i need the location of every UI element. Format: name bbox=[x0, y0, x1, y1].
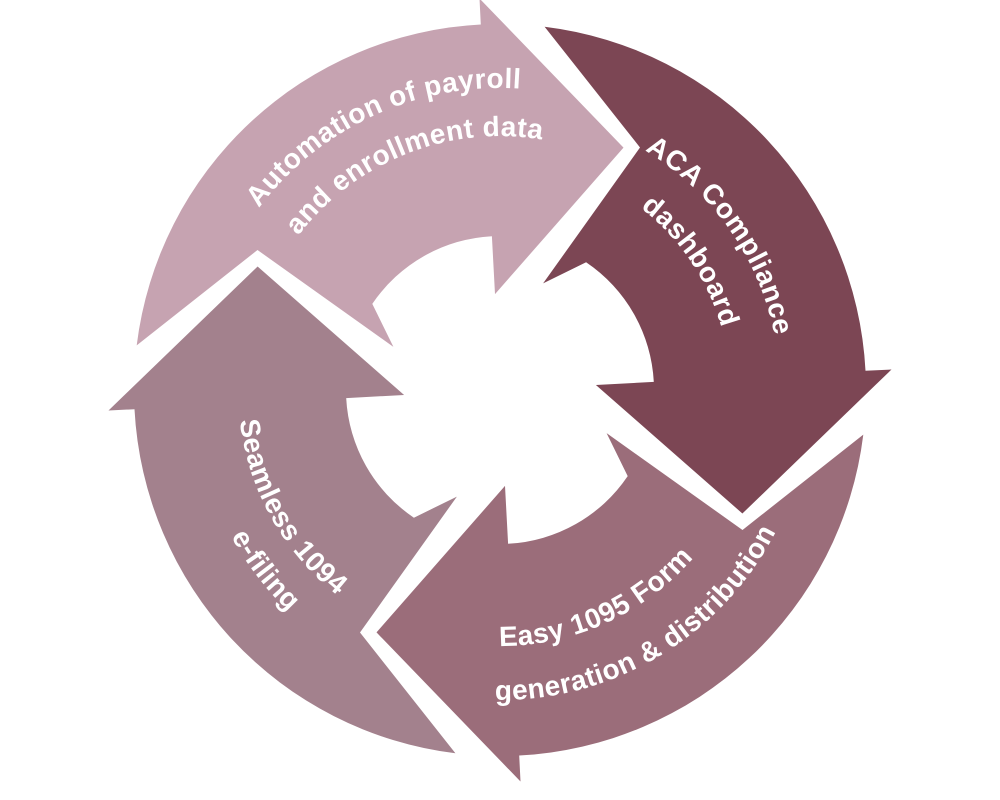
segment-seamless-1094-efiling bbox=[108, 266, 457, 754]
segment-automation-payroll-enrollment bbox=[136, 0, 624, 347]
segment-aca-compliance-dashboard bbox=[543, 26, 892, 514]
segment-easy-1095-form bbox=[376, 433, 864, 782]
